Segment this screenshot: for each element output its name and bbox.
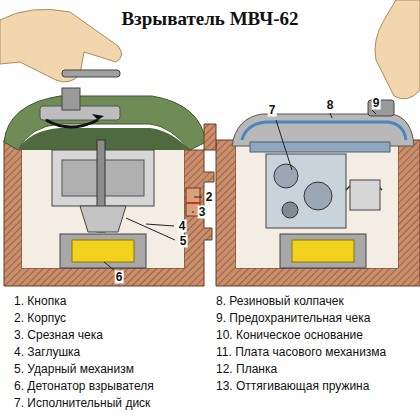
cap-liner (242, 122, 406, 140)
callout-number: 9 (372, 97, 381, 110)
arrow-head (92, 114, 104, 120)
rubber-cap (232, 114, 414, 146)
part-name: 12. Планка (216, 362, 277, 376)
part-name: 2. Корпус (14, 311, 66, 325)
leader-lines (276, 110, 376, 170)
cavity (236, 140, 398, 268)
housing (216, 140, 420, 286)
title: Взрыватель МВЧ-62 (121, 8, 298, 30)
part-name: 9. Предохранительная чека (216, 311, 370, 325)
part-name: 8. Резиновый колпачек (216, 294, 344, 308)
button (62, 88, 80, 110)
callout-number: 4 (178, 220, 187, 233)
detonator-holder (60, 234, 146, 268)
part-name: 7. Исполнительный диск (14, 396, 150, 410)
right-section (204, 0, 420, 286)
left-section (0, 9, 214, 286)
housing (4, 140, 214, 286)
part-name: 6. Детонатор взрывателя (14, 379, 154, 393)
flange (204, 124, 216, 150)
gear (304, 182, 332, 210)
gear (282, 202, 298, 218)
cavity (22, 140, 184, 268)
leader-lines (104, 197, 202, 270)
detonator (292, 240, 354, 262)
bar (350, 180, 380, 210)
callout-number: 5 (179, 235, 188, 248)
detonator (72, 240, 134, 262)
callout-number: 3 (198, 206, 207, 219)
finger (375, 0, 420, 99)
part-name: 4. Заглушка (14, 345, 80, 359)
part-name: 1. Кнопка (14, 294, 66, 308)
part-name: 3. Срезная чека (14, 328, 103, 342)
safety-pin (62, 70, 120, 77)
callout-number: 6 (115, 271, 124, 284)
clock-mechanism (266, 154, 346, 228)
part-name: 11. Плата часового механизма (216, 345, 386, 359)
gear (274, 164, 298, 188)
detonator-holder (280, 234, 366, 268)
callout-number: 7 (268, 104, 277, 117)
part-name: 5. Ударный механизм (14, 362, 134, 376)
callout-number: 2 (205, 191, 214, 204)
callout-number: 8 (326, 99, 335, 112)
hand (0, 9, 122, 82)
part-name: 13. Оттягивающая пружина (216, 379, 369, 393)
mechanism-base (80, 206, 126, 232)
clock-plate (250, 142, 390, 152)
rotate-arrow (46, 120, 98, 127)
shear-pin (186, 202, 200, 204)
part-name: 10. Коническое основание (216, 328, 363, 342)
